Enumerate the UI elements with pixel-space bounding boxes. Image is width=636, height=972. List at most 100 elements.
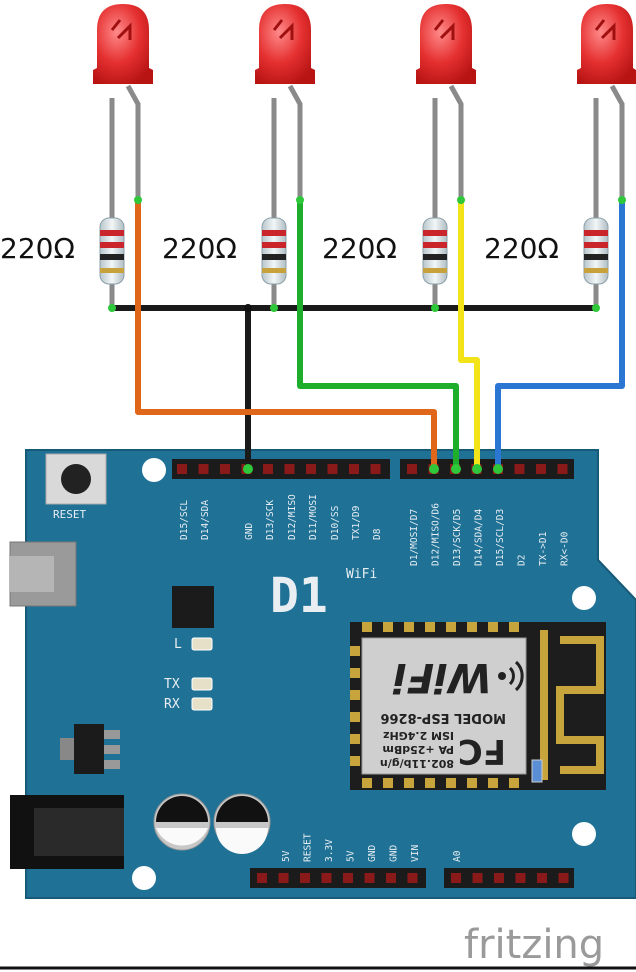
module-pad: [425, 622, 435, 632]
wire-group: [108, 196, 626, 474]
module-pad: [404, 778, 414, 788]
pin-top-right-label: D13/SCK/D5: [452, 509, 463, 566]
module-pad: [467, 622, 477, 632]
esp8266-module: FC 802.11b/g/n PA +25dBm ISM 2.4GHz MODE…: [350, 622, 606, 790]
reset-button[interactable]: [45, 453, 107, 505]
module-pad: [404, 622, 414, 632]
resistor-group: [99, 192, 609, 310]
reset-label: RESET: [53, 508, 86, 521]
wire-blue: [495, 197, 625, 472]
module-pad: [488, 778, 498, 788]
resistor-label-3: 220Ω: [322, 232, 397, 265]
pin-top-right-label: TX->D1: [538, 531, 549, 566]
header-bottom-right-pin: [494, 873, 504, 883]
header-bottom-right-pin: [537, 873, 547, 883]
capacitor-2: [213, 793, 271, 854]
pin-label-tx1-d9: TX1/D9: [351, 505, 362, 540]
resistor-label-4: 220Ω: [484, 232, 559, 265]
header-bottom-right-pin: [558, 873, 569, 883]
pin-label-d13-sck: D13/SCK: [265, 500, 276, 540]
capacitor-1: [153, 793, 211, 851]
pin-label-d15-scl: D15/SCL: [179, 500, 190, 540]
header-top-right-pin: [407, 464, 417, 474]
resistor-1: [99, 192, 125, 310]
usb-serial-chip: [172, 586, 214, 628]
resistor-4: [583, 192, 609, 310]
resistor-2: [261, 192, 287, 310]
module-pad: [350, 646, 360, 656]
module-fc-mark: FC: [458, 731, 506, 771]
module-pad: [425, 778, 435, 788]
resistor-label-2: 220Ω: [162, 232, 237, 265]
led-l-label: L: [174, 637, 182, 652]
header-bottom-left-pin: [386, 873, 396, 883]
resistor-3: [422, 192, 448, 310]
module-pad: [350, 690, 360, 700]
module-pad: [509, 622, 519, 632]
header-top-left-pin: [220, 464, 230, 474]
module-line-2: PA +25dBm: [382, 743, 454, 756]
header-bottom-right: [444, 868, 574, 888]
header-top-left-pin: [263, 464, 273, 474]
module-pad: [467, 778, 477, 788]
led-tx-label: TX: [164, 677, 180, 692]
header-bottom-left-pin: [321, 873, 332, 883]
pin-bottom-left-label: GND: [367, 845, 378, 862]
module-pad: [350, 756, 360, 766]
pin-bottom-left-label: 5V: [281, 850, 292, 862]
header-bottom-right-pin: [451, 873, 461, 883]
module-wifi-logo: WiFi: [392, 654, 492, 700]
header-top-right-pin: [536, 464, 546, 474]
fritzing-watermark: fritzing: [464, 922, 604, 968]
board-logo-wifi: WiFi: [346, 567, 377, 582]
led-3: [416, 4, 476, 198]
module-pad: [446, 622, 456, 632]
pin-bottom-left-label: GND: [389, 845, 400, 862]
module-pad: [383, 622, 393, 632]
led-2: [255, 4, 315, 198]
module-pad: [362, 622, 372, 632]
pin-top-right-label: D12/MISO/D6: [431, 503, 442, 566]
wemos-d1-board: RESET L: [9, 449, 636, 899]
header-top-left-pin: [306, 464, 316, 474]
pin-top-right-label: D14/SDA/D4: [474, 509, 485, 566]
voltage-regulator: [60, 724, 120, 774]
header-top-left-pin: [284, 464, 295, 474]
pin-bottom-right-label: A0: [452, 850, 463, 862]
module-line-1: 802.11b/g/n: [380, 757, 454, 770]
pin-top-right-label: D15/SCL/D3: [495, 509, 506, 566]
module-pad: [350, 712, 360, 722]
pin-top-right-label: RX<-D0: [560, 531, 571, 566]
wire-orange: [135, 197, 437, 472]
header-top-left-pin: [370, 464, 381, 474]
module-pad: [350, 734, 360, 744]
power-jack: [10, 795, 124, 869]
header-top-left-pin: [327, 464, 338, 474]
module-line-3: ISM 2.4GHz: [383, 729, 454, 742]
header-bottom-left-pin: [300, 873, 310, 883]
header-top-right-pin: [514, 464, 525, 474]
wifi-icon: [498, 660, 524, 692]
pin-bottom-left-label: RESET: [303, 833, 314, 862]
header-top-left-pin: [177, 464, 187, 474]
pin-bottom-left-label: VIN: [410, 845, 421, 862]
header-bottom-left: [250, 868, 426, 888]
led-group: [93, 4, 636, 198]
wire-green: [297, 197, 459, 472]
header-bottom-left-pin: [407, 873, 418, 883]
pin-bottom-left-label: 3.3V: [324, 839, 335, 862]
header-top-right-pin: [557, 464, 568, 474]
header-bottom-left-pin: [343, 873, 353, 883]
header-bottom-left-pin: [257, 873, 267, 883]
resistor-label-1: 220Ω: [0, 232, 75, 265]
module-pad: [350, 668, 360, 678]
header-bottom-left-pin: [364, 873, 375, 883]
pin-top-right-label: D2: [517, 555, 528, 566]
led-rx-label: RX: [164, 697, 180, 712]
header-bottom-right-pin: [472, 873, 483, 883]
led-tx: [191, 677, 213, 691]
board-logo: D1: [270, 568, 328, 624]
header-bottom-left-pin: [278, 873, 289, 883]
module-line-4: MODEL ESP-8266: [380, 710, 506, 725]
